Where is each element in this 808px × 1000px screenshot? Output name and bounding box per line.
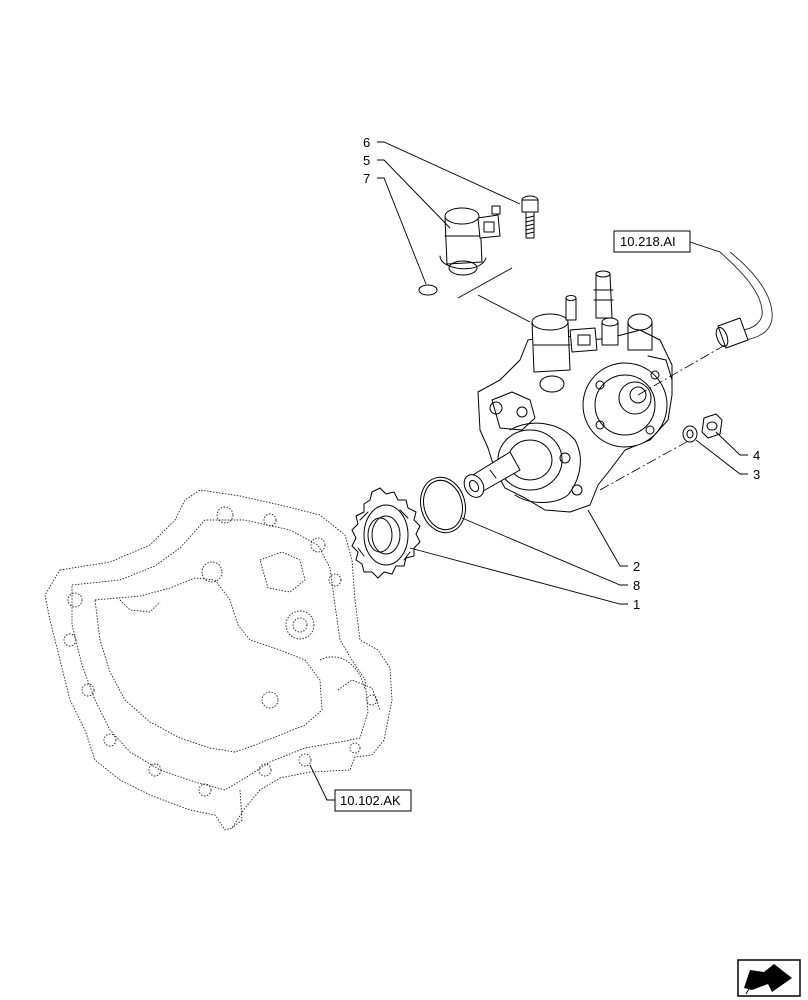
injection-pump — [463, 270, 673, 513]
callout-2: 2 — [633, 559, 640, 574]
callout-4: 4 — [753, 448, 760, 463]
metering-unit-o-ring — [418, 284, 438, 296]
fuel-metering-unit — [439, 205, 501, 276]
callout-7: 7 — [363, 171, 370, 186]
callout-3: 3 — [753, 467, 760, 482]
pump-o-ring — [420, 476, 466, 534]
ref-fuel-line-label: 10.218.AI — [620, 234, 676, 249]
ref-engine-cover-label: 10.102.AK — [340, 793, 401, 808]
assembly-line-a — [457, 267, 513, 299]
fuel-line-axis — [637, 344, 726, 396]
banjo-nut — [701, 413, 723, 439]
ref-fuel-line[interactable]: 10.218.AI — [613, 230, 691, 253]
callout-1: 1 — [633, 597, 640, 612]
engine-front-cover — [44, 489, 393, 831]
sealing-washer — [682, 425, 698, 443]
fuel-line — [715, 251, 773, 349]
callout-5: 5 — [363, 153, 370, 168]
mounting-bolt — [521, 195, 539, 239]
pump-drive-gear — [351, 487, 421, 579]
washer-axis — [599, 439, 691, 491]
callout-8: 8 — [633, 578, 640, 593]
assembly-line-b — [477, 294, 531, 323]
callout-6: 6 — [363, 135, 370, 150]
leader-lines — [309, 141, 748, 801]
ref-engine-cover[interactable]: 10.102.AK — [334, 789, 412, 812]
next-page-arrow-icon[interactable] — [737, 959, 801, 997]
